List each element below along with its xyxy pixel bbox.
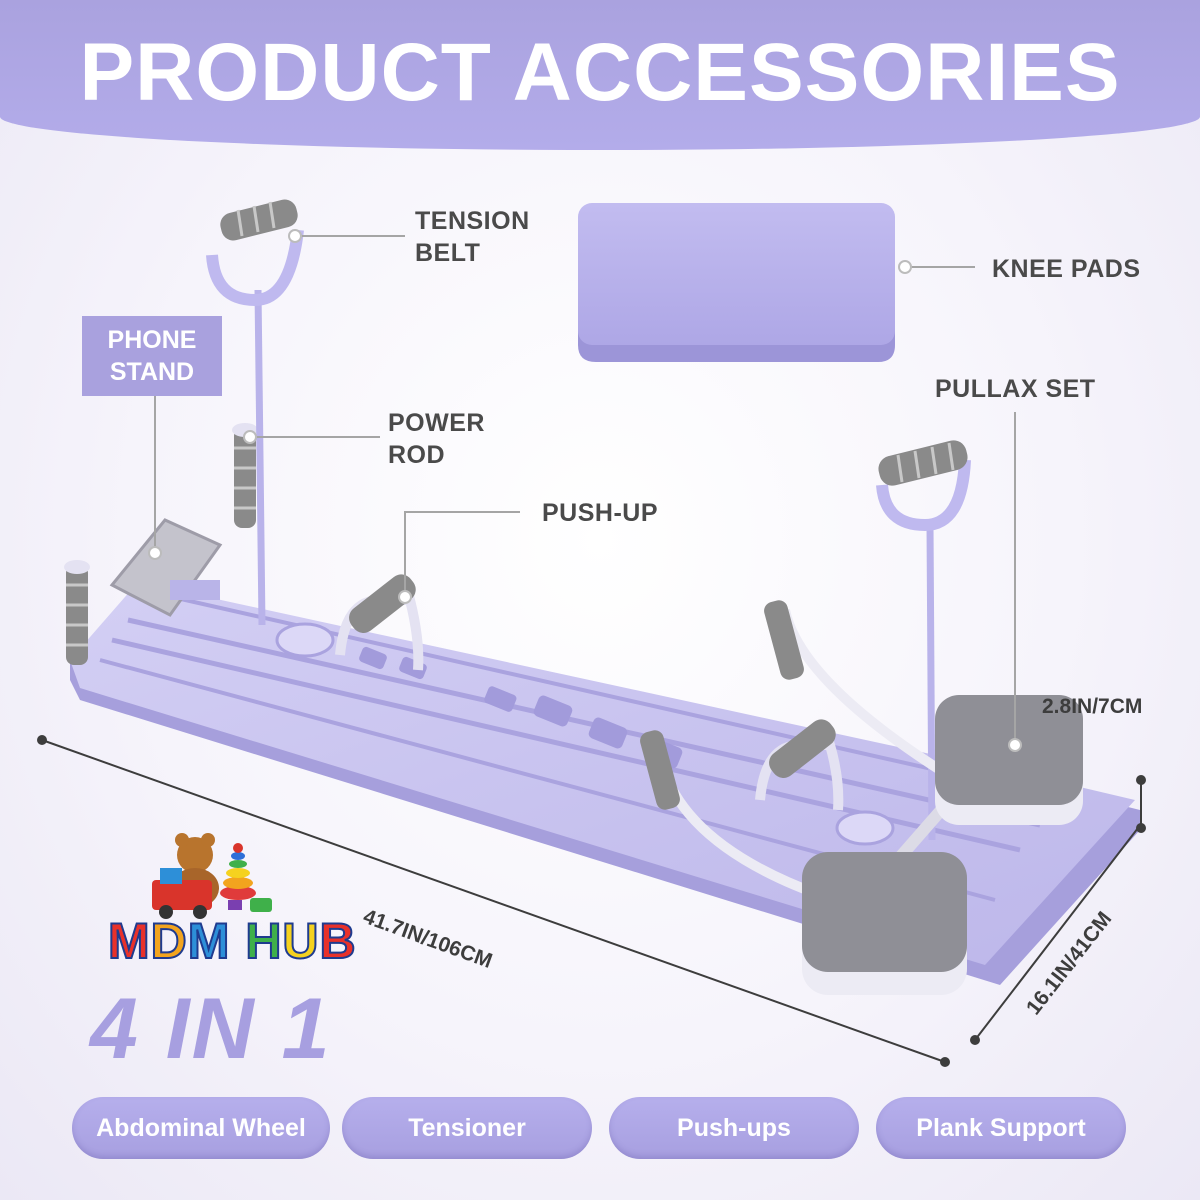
brand-logo-illustration [152, 833, 272, 919]
feature-pill-plank-support: Plank Support [876, 1097, 1126, 1159]
pullax-set-illustration [640, 600, 1083, 995]
power-rod-illustration [64, 423, 258, 665]
dimension-height: 2.8IN/7CM [1042, 695, 1143, 718]
push-up-handle-illustration [335, 574, 844, 811]
callout-knee-pads: KNEE PADS [992, 255, 1141, 283]
callout-power-rod: POWER ROD [388, 407, 485, 471]
dimension-lines [41, 739, 1142, 1063]
brand-logo-text: MDM HUB [107, 912, 357, 970]
callout-phone-stand-line2: STAND [109, 358, 195, 386]
tagline: 4 IN 1 [90, 981, 332, 1077]
phone-stand-illustration [109, 518, 223, 617]
callout-power-rod-line2: ROD [388, 441, 446, 469]
callout-power-rod-line1: POWER [388, 409, 485, 437]
tension-belt-illustration [206, 199, 304, 626]
callout-tension-belt-line1: TENSION [415, 207, 530, 235]
callout-phone-stand: PHONE STAND [82, 316, 222, 396]
callout-tension-belt-line2: BELT [415, 239, 481, 267]
tension-belt-right-illustration [876, 440, 971, 841]
callout-lines [154, 235, 1016, 745]
callout-phone-stand-line1: PHONE [107, 326, 197, 354]
page-title: PRODUCT ACCESSORIES [79, 27, 1121, 118]
feature-pill-push-ups: Push-ups [609, 1097, 859, 1159]
callout-tension-belt: TENSION BELT [415, 205, 530, 269]
callout-push-up: PUSH-UP [542, 499, 659, 527]
feature-pill-abdominal-wheel: Abdominal Wheel [72, 1097, 330, 1159]
callout-pullax-set: PULLAX SET [935, 375, 1096, 403]
knee-pad-illustration [578, 203, 895, 362]
feature-pill-tensioner: Tensioner [342, 1097, 592, 1159]
header-band [0, 0, 1200, 150]
